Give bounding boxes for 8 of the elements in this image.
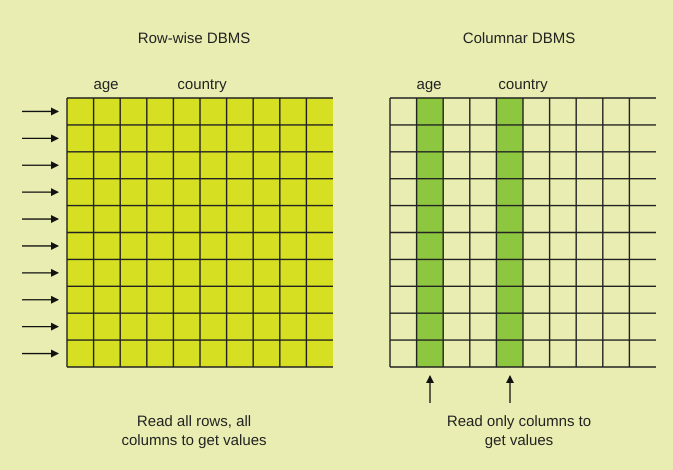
column-header: age xyxy=(415,75,443,94)
caption-text: Read only columns to get values xyxy=(446,412,592,450)
panel-title: Columnar DBMS xyxy=(462,29,576,48)
column-header: country xyxy=(497,75,549,94)
panel-title: Row-wise DBMS xyxy=(136,29,252,48)
caption-text: Read all rows, all columns to get values xyxy=(120,412,268,450)
column-header: country xyxy=(176,75,228,94)
column-header: age xyxy=(92,75,120,94)
